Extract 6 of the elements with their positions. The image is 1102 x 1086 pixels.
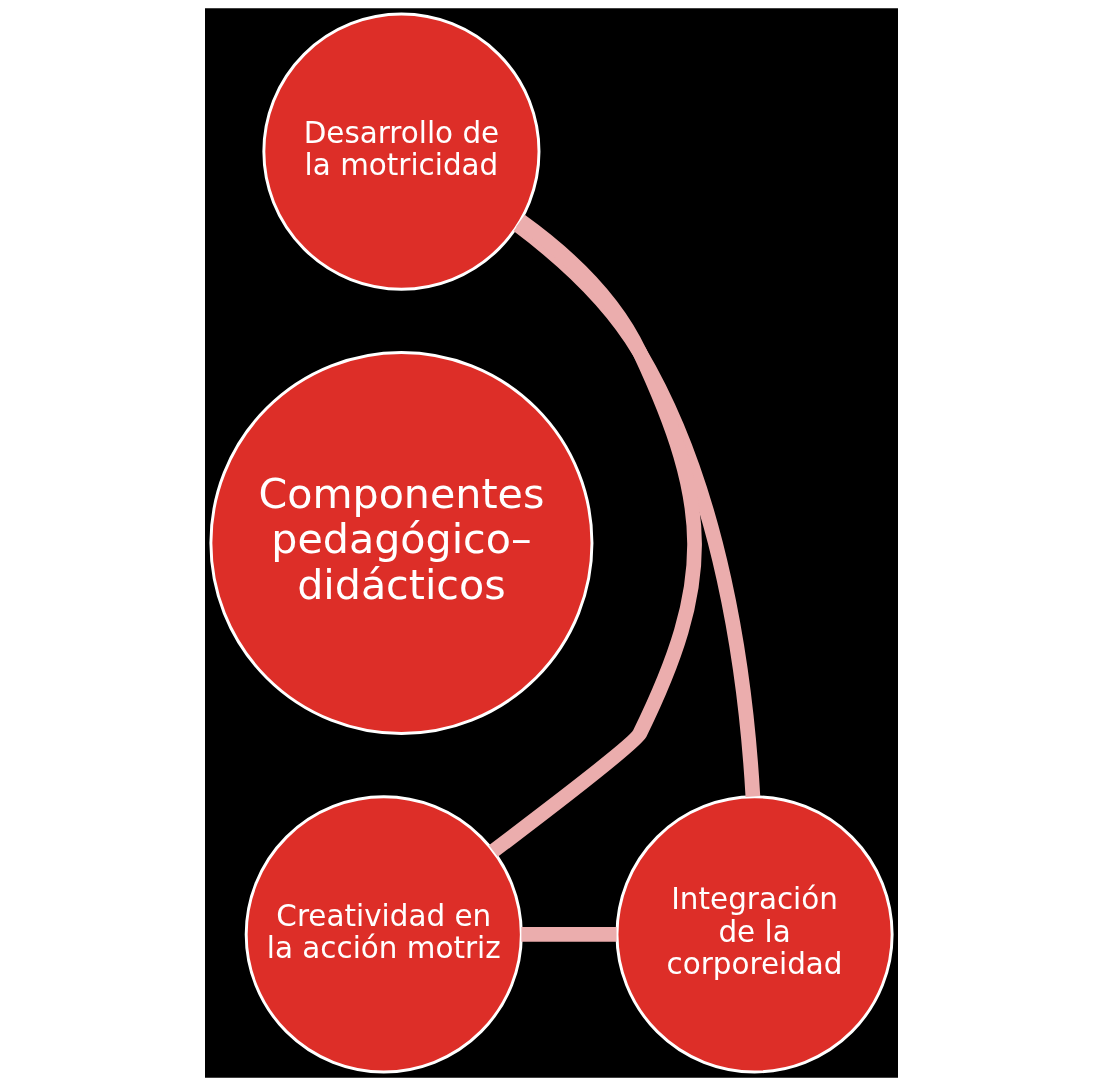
node-circle: Desarrollo de la motricidad <box>261 12 540 291</box>
connector <box>488 214 702 857</box>
node-circle: Componentes pedagógico– didácticos <box>208 351 593 735</box>
node-circle: Creatividad en la acción motriz <box>244 795 523 1074</box>
node-circle: Integración de la corporeidad <box>615 795 894 1074</box>
connector <box>520 927 617 942</box>
